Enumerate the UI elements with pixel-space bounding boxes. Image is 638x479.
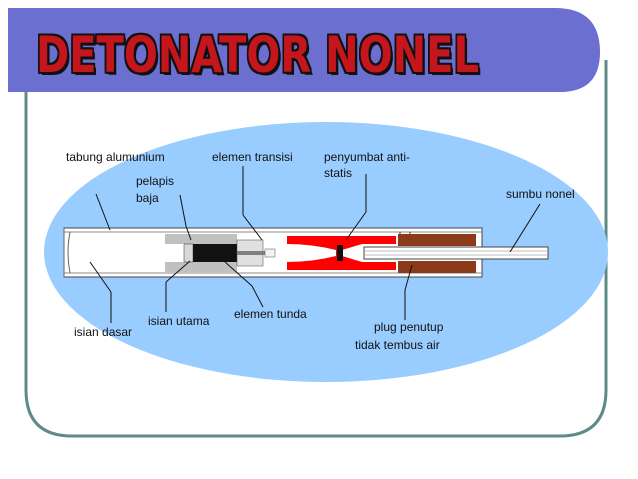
label-elemen-transisi: elemen transisi xyxy=(212,150,293,164)
label-isian-dasar: isian dasar xyxy=(74,325,133,339)
transition-element xyxy=(337,245,343,261)
slide-title: DETONATOR NONEL xyxy=(36,26,479,84)
leader-lines xyxy=(89,166,541,323)
slide-frame xyxy=(24,60,608,438)
seal-plug-bottom xyxy=(398,261,476,273)
primary-charge-cup xyxy=(183,243,194,263)
detonator-diagram xyxy=(63,227,549,278)
tube-base-end xyxy=(63,228,71,277)
nonel-tube xyxy=(363,246,549,260)
label-plug-line2: tidak tembus air xyxy=(355,338,440,352)
leader-sumbu-nonel xyxy=(509,203,541,253)
label-tabung-alumunium: tabung alumunium xyxy=(66,150,165,164)
label-sumbu-nonel: sumbu nonel xyxy=(506,187,575,201)
steel-sleeve-bottom xyxy=(165,262,237,272)
leader-tabung xyxy=(95,193,111,231)
primary-charge xyxy=(193,244,237,262)
label-elemen-tunda: elemen tunda xyxy=(234,307,307,321)
label-isian-utama: isian utama xyxy=(148,314,210,328)
steel-sleeve-top xyxy=(165,234,237,244)
header-bar xyxy=(8,8,600,92)
leader-pelapis xyxy=(179,194,187,227)
leader-elemen-tunda xyxy=(251,285,264,308)
seal-plug-top xyxy=(398,234,476,246)
label-pelapis-line2: baja xyxy=(136,191,159,205)
label-penyumbat-line1: penyumbat anti- xyxy=(324,150,411,164)
label-pelapis-line1: pelapis xyxy=(136,174,175,188)
label-penyumbat-line2: statis xyxy=(324,166,353,180)
label-plug-line1: plug penutup xyxy=(374,320,444,334)
